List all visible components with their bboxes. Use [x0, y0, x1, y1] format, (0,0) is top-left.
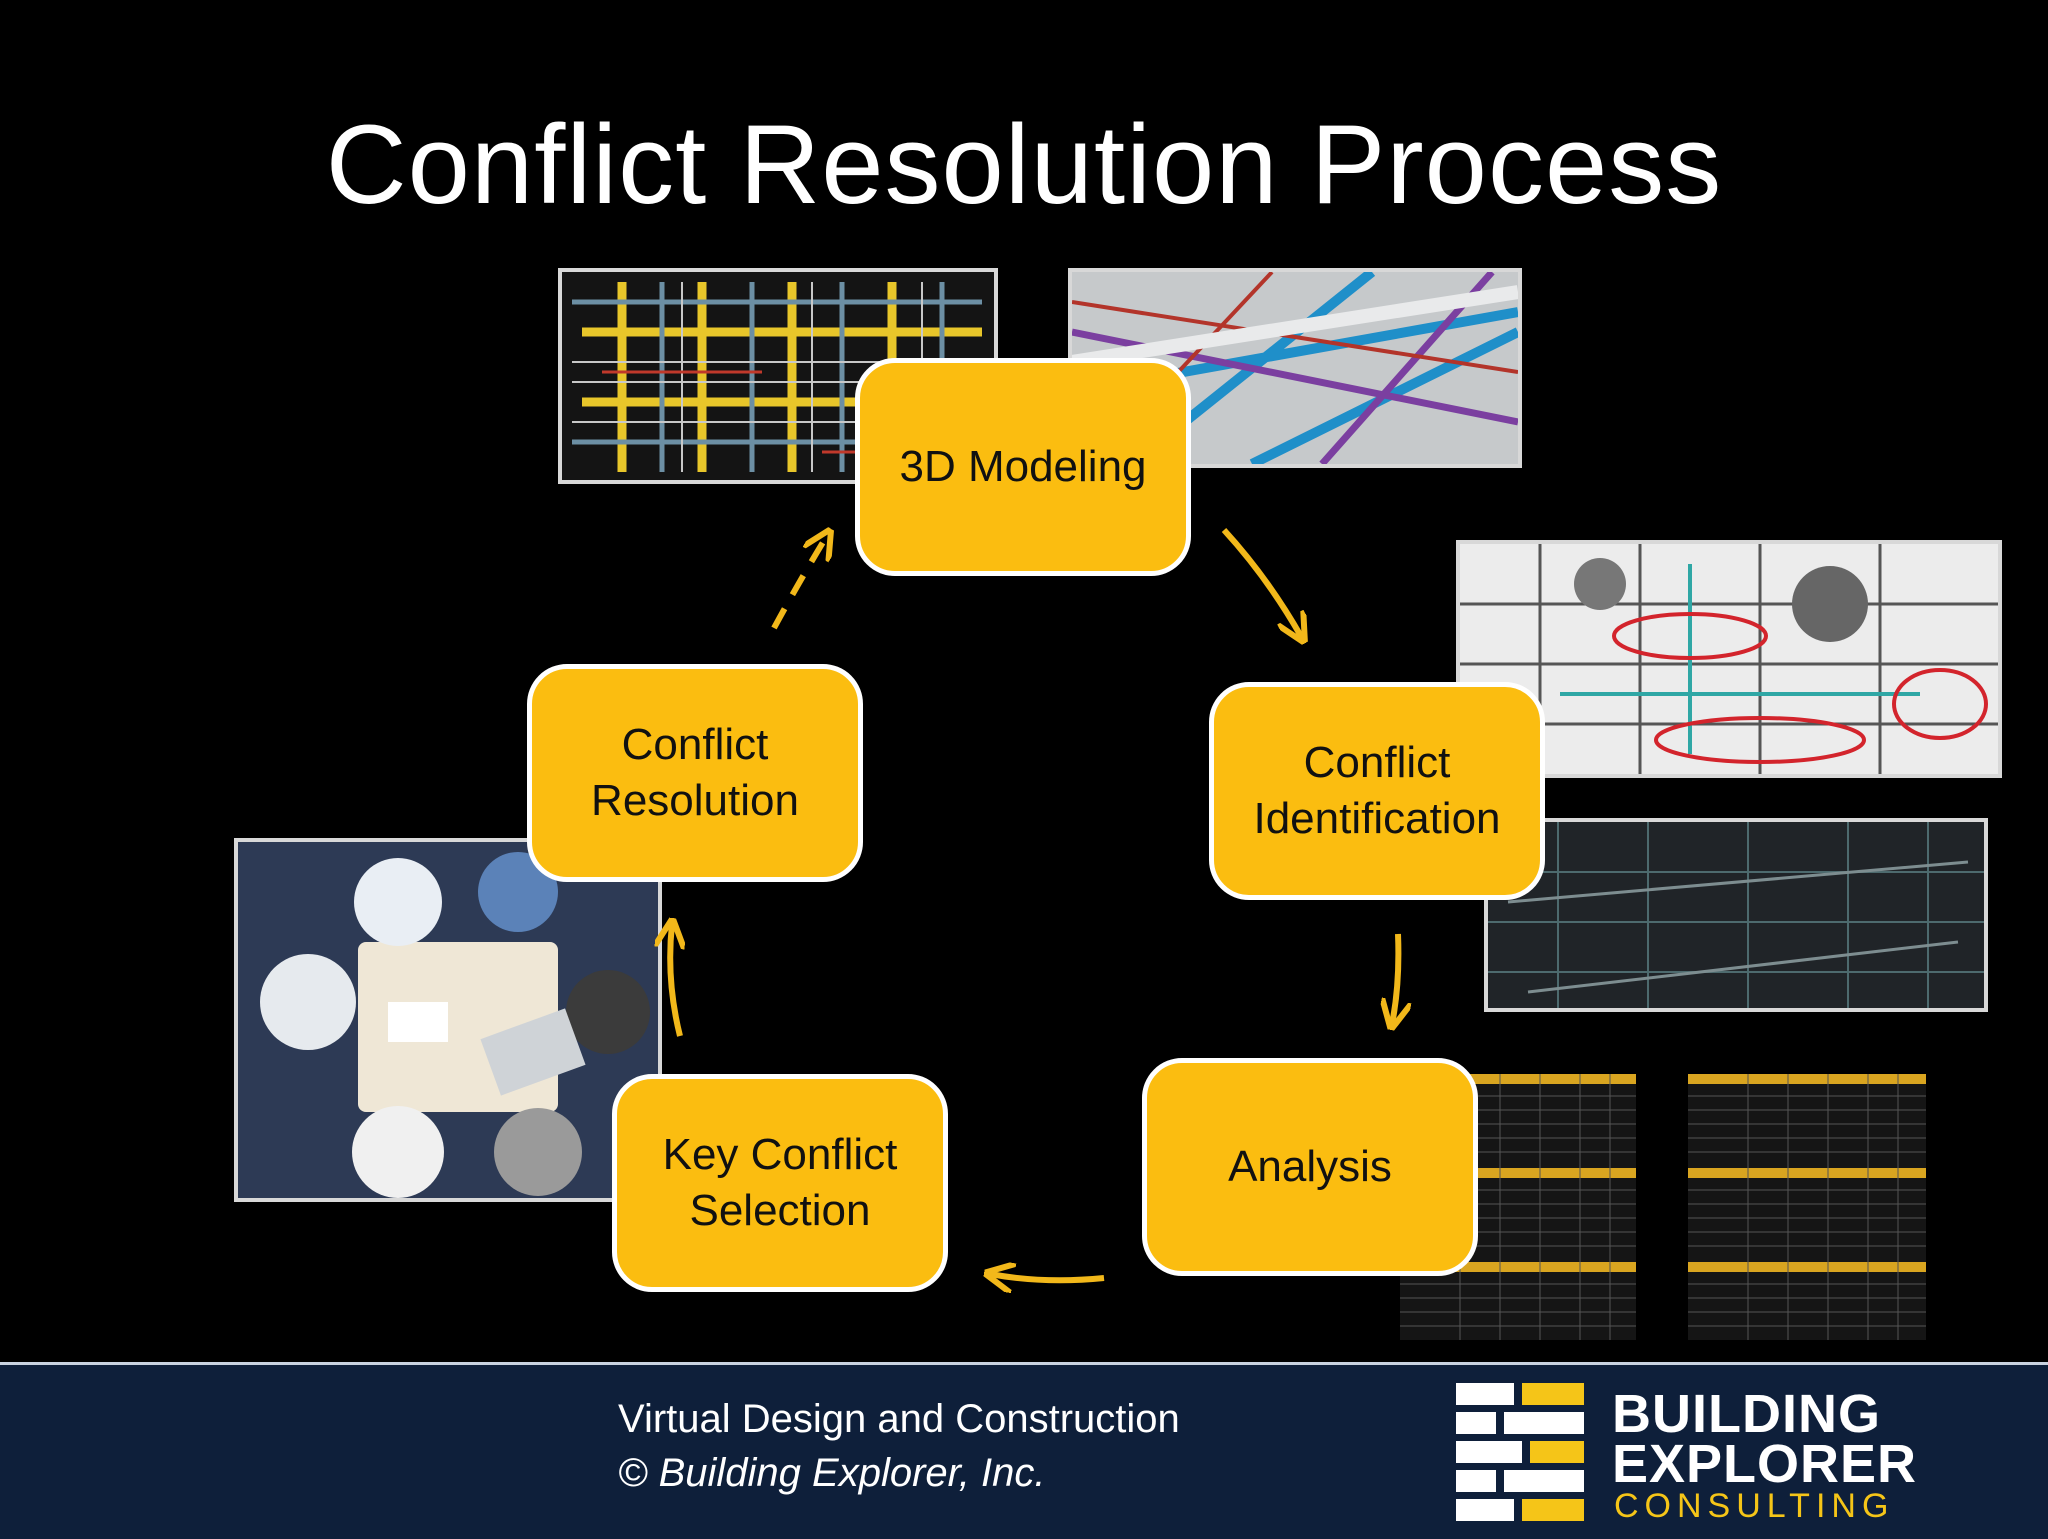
slide-title: Conflict Resolution Process — [325, 102, 1723, 227]
step-conflict-resolution: Conflict Resolution — [527, 664, 863, 882]
arrow-selection-to-resolution — [670, 924, 680, 1037]
footer-bar: Virtual Design and Construction © Buildi… — [0, 1362, 2048, 1539]
arrow-analysis-to-selection — [990, 1274, 1105, 1280]
step-conflict-identification: Conflict Identification — [1209, 682, 1545, 900]
footer-copyright: © Building Explorer, Inc. — [618, 1451, 1046, 1495]
logo-text-explorer: EXPLORER — [1612, 1434, 1918, 1494]
step-3d-modeling: 3D Modeling — [855, 358, 1191, 576]
logo-text-building: BUILDING — [1612, 1384, 1881, 1444]
logo-text-consulting: CONSULTING — [1614, 1487, 1895, 1525]
arrow-resolution-to-modeling — [771, 534, 828, 630]
arrow-modeling-to-identification — [1221, 527, 1302, 638]
step-analysis: Analysis — [1142, 1058, 1478, 1276]
arrow-identification-to-analysis — [1392, 933, 1398, 1024]
building-explorer-logo-icon — [1456, 1383, 1584, 1521]
building-model-dark-image — [1484, 818, 1988, 1012]
clash-detection-image — [1456, 540, 2002, 778]
team-meeting-photo — [234, 838, 662, 1202]
step-key-conflict-selection: Key Conflict Selection — [612, 1074, 948, 1292]
analysis-spreadsheet-right — [1688, 1074, 1926, 1340]
footer-subtitle: Virtual Design and Construction — [618, 1397, 1180, 1441]
